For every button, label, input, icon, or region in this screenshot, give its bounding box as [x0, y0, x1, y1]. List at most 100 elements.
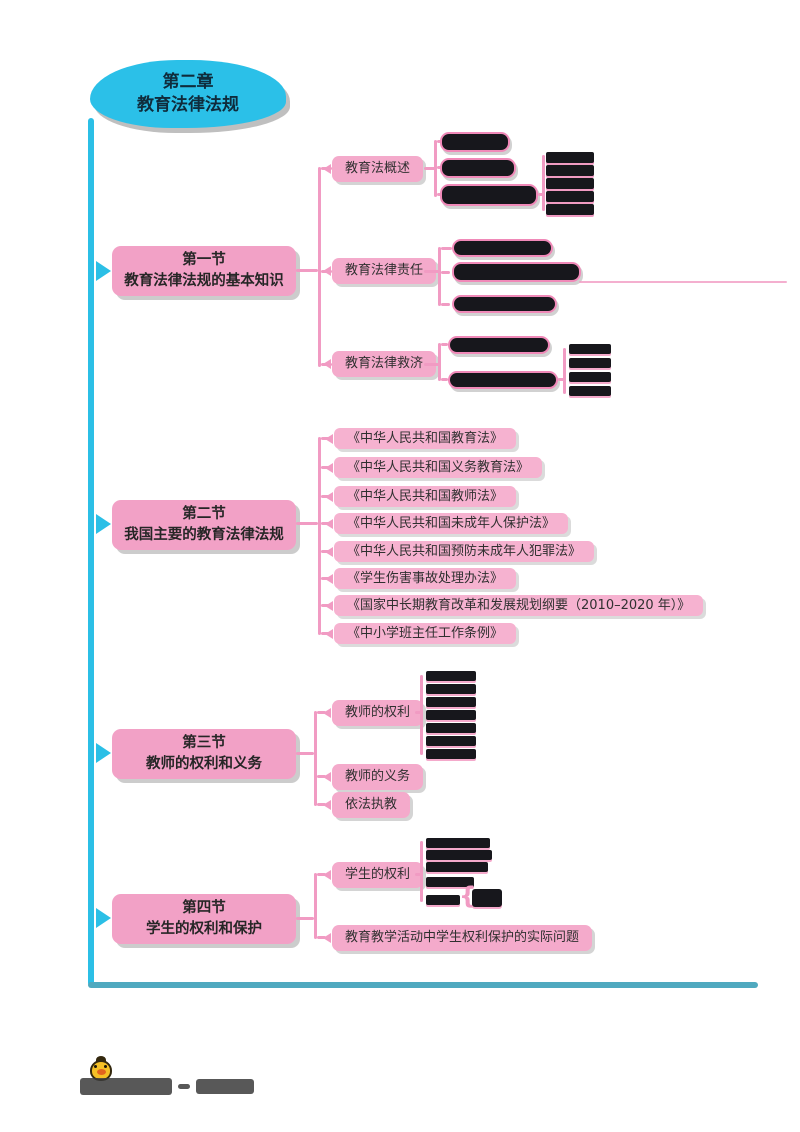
redacted-text-bar: [546, 165, 594, 176]
connector-line: [558, 378, 565, 381]
redacted-text-bar: [546, 152, 594, 163]
redacted-list-liability: [452, 239, 581, 313]
connector-line: [420, 841, 423, 902]
connector-line: [441, 343, 448, 346]
connector-line: [296, 269, 318, 272]
law-node[interactable]: 《中华人民共和国教师法》: [324, 486, 517, 507]
redacted-list-remedy-sub: [569, 344, 611, 396]
section-3-number: 第三节: [182, 734, 226, 751]
topic-node-practical-issues[interactable]: 教育教学活动中学生权利保护的实际问题: [322, 925, 593, 951]
connector-line: [441, 303, 450, 306]
redacted-text-bar: [452, 262, 581, 282]
branch-arrow-icon: [96, 743, 111, 763]
topic-node-overview[interactable]: 教育法概述: [322, 156, 424, 182]
connector-line: [296, 752, 314, 755]
redacted-list-overview-sub: [546, 152, 594, 215]
connector-line: [318, 167, 321, 367]
law-node[interactable]: 《国家中长期教育改革和发展规划纲要（2010–2020 年）》: [324, 595, 704, 616]
law-node[interactable]: 《中华人民共和国预防未成年人犯罪法》: [324, 541, 595, 562]
connector-line: [317, 803, 326, 806]
redacted-list-student-rights-sub: [472, 889, 502, 907]
redacted-text-bar: [440, 158, 516, 178]
redacted-text-bar: [426, 697, 476, 707]
root-title: 教育法律法规: [137, 95, 239, 115]
law-node[interactable]: 《中华人民共和国未成年人保护法》: [324, 513, 569, 534]
law-node[interactable]: 《中华人民共和国义务教育法》: [324, 457, 543, 478]
section-node-3[interactable]: 第三节 教师的权利和义务: [112, 729, 296, 779]
redacted-text-bar: [546, 178, 594, 189]
redacted-text-bar: [569, 344, 611, 354]
redacted-list-remedy: [448, 336, 558, 389]
section-1-title: 教育法律法规的基本知识: [124, 273, 284, 289]
law-node[interactable]: 《学生伤害事故处理办法》: [324, 568, 517, 589]
trunk-line-horizontal: [88, 982, 758, 988]
branch-arrow-icon: [96, 908, 111, 928]
section-3-title: 教师的权利和义务: [146, 756, 262, 772]
topic-node-student-rights[interactable]: 学生的权利: [322, 862, 424, 888]
redacted-text-bar: [426, 895, 460, 905]
connector-line: [314, 711, 317, 806]
redacted-text-bar: [426, 723, 476, 733]
connector-line: [441, 271, 450, 274]
redacted-text-bar: [426, 684, 476, 694]
redacted-text-bar: [569, 372, 611, 382]
law-list: 《中华人民共和国教育法》《中华人民共和国义务教育法》《中华人民共和国教师法》《中…: [324, 428, 754, 648]
redacted-text-bar: [440, 184, 538, 206]
connector-line: [317, 873, 326, 876]
connector-line: [296, 522, 318, 525]
section-2-title: 我国主要的教育法律法规: [124, 527, 284, 543]
redacted-text-bar: [426, 838, 490, 848]
root-chapter: 第二章: [162, 72, 214, 93]
connector-line: [317, 775, 326, 778]
watermark-text-redacted: [80, 1078, 172, 1095]
connector-line: [441, 378, 448, 381]
connector-line: [424, 167, 436, 170]
law-node[interactable]: 《中小学班主任工作条例》: [324, 623, 517, 644]
watermark-text-redacted: [196, 1079, 254, 1094]
redacted-text-bar: [426, 877, 474, 887]
redacted-text-bar: [426, 710, 476, 720]
section-2-number: 第二节: [182, 505, 226, 522]
redacted-text-bar: [569, 358, 611, 368]
connector-line: [317, 711, 326, 714]
redacted-list-teacher-rights: [426, 671, 476, 759]
connector-line: [314, 873, 317, 939]
connector-line: [441, 247, 452, 250]
branch-arrow-icon: [96, 261, 111, 281]
redacted-text-bar: [546, 191, 594, 202]
redacted-text-bar: [426, 736, 476, 746]
trunk-line-vertical: [88, 118, 94, 986]
branch-arrow-icon: [96, 514, 111, 534]
section-4-title: 学生的权利和保护: [146, 921, 262, 937]
topic-node-teacher-rights[interactable]: 教师的权利: [322, 700, 424, 726]
law-node[interactable]: 《中华人民共和国教育法》: [324, 428, 517, 449]
redacted-text-bar: [569, 386, 611, 396]
redacted-text-bar: [546, 204, 594, 215]
section-node-4[interactable]: 第四节 学生的权利和保护: [112, 894, 296, 944]
connector-line: [296, 917, 314, 920]
root-node[interactable]: 第二章 教育法律法规: [90, 60, 286, 128]
connector-line: [420, 675, 423, 755]
connector-line: [415, 711, 422, 714]
redacted-text-bar: [426, 749, 476, 759]
brace-connector: {: [459, 882, 477, 910]
redacted-text-bar: [448, 371, 558, 389]
section-node-2[interactable]: 第二节 我国主要的教育法律法规: [112, 500, 296, 550]
topic-node-remedy[interactable]: 教育法律救济: [322, 351, 437, 377]
connector-line: [424, 270, 440, 273]
redacted-text-bar: [426, 850, 492, 860]
topic-node-teach-by-law[interactable]: 依法执教: [322, 792, 411, 818]
connector-line: [538, 193, 544, 196]
section-node-1[interactable]: 第一节 教育法律法规的基本知识: [112, 246, 296, 296]
connector-line: [415, 873, 422, 876]
connector-line: [318, 437, 321, 635]
redacted-text-bar: [448, 336, 550, 354]
redacted-list-student-rights: [426, 838, 492, 905]
connector-line: [424, 363, 440, 366]
section-4-number: 第四节: [182, 899, 226, 916]
redacted-text-bar: [426, 862, 488, 872]
topic-node-liability[interactable]: 教育法律责任: [322, 258, 437, 284]
topic-node-teacher-duties[interactable]: 教师的义务: [322, 764, 424, 790]
watermark-dash: [178, 1084, 190, 1089]
